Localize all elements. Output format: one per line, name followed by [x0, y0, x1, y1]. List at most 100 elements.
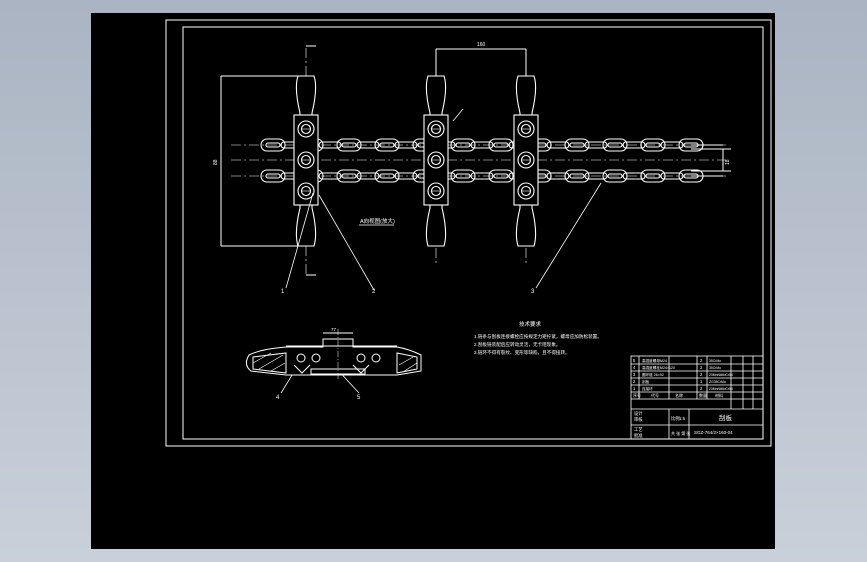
chain-link-inner: [645, 173, 661, 179]
chain-link: [450, 169, 476, 183]
chain-link-inner: [379, 173, 395, 179]
chain-link: [660, 172, 684, 180]
plan-view: [220, 45, 731, 276]
chain-link-inner: [607, 173, 623, 179]
tech-notes-title: 技术要求: [519, 320, 542, 328]
chain-link-inner: [265, 142, 281, 148]
chain-link: [374, 138, 400, 152]
chain-link-inner: [341, 142, 357, 148]
chain-strands: [260, 138, 723, 183]
chain-link: [470, 141, 494, 149]
view-caption: A向视图(放大): [360, 217, 395, 225]
chain-link-inner: [493, 173, 509, 179]
sheet-inner-border: [182, 26, 764, 440]
chain-link-inner: [455, 173, 471, 179]
parts-header-cell: 代号: [651, 392, 659, 398]
part-material: ZG35CrMo: [709, 380, 726, 384]
part-no: 5: [633, 358, 636, 363]
cad-drawing: 1 2 3 4 5 160 88 18 A向视图(放大) 77 技术要求 1.链…: [165, 19, 772, 447]
sign-label-review: 审核: [634, 416, 643, 423]
part-no: 4: [633, 365, 636, 370]
part-material: 35CrMo: [709, 366, 721, 370]
drawing-number: SGZ-764/2×160-04: [694, 430, 733, 435]
chain-link-inner: [493, 142, 509, 148]
chain-link: [546, 172, 570, 180]
tech-note-1: 1.链条与刮板连接螺栓应按规定力矩拧紧，螺母应加防松装置。: [474, 333, 602, 340]
chain-link: [394, 141, 418, 149]
callout-5: 5: [357, 395, 361, 401]
chain-link: [260, 138, 286, 152]
sign-label-design: 设计: [634, 410, 643, 417]
chain-link-inner: [569, 142, 585, 148]
sign-label-process: 工艺: [634, 427, 643, 432]
sheet-outer-border: [165, 19, 772, 447]
part-qty: 2: [700, 365, 703, 370]
part-no: 2: [633, 379, 636, 384]
chain-link-inner: [569, 173, 585, 179]
chain-link: [260, 169, 286, 183]
title-block: [630, 355, 764, 440]
chain-link: [488, 138, 514, 152]
chain-link: [640, 169, 666, 183]
scraper-flight: [513, 75, 539, 247]
part-qty: 1: [700, 379, 703, 384]
chain-link: [602, 169, 628, 183]
chain-link: [374, 169, 400, 183]
callout-4: 4: [276, 395, 280, 401]
part-qty: 2: [700, 372, 703, 377]
dim-top-text: 160: [477, 42, 486, 48]
dim-section-text: 77: [331, 327, 337, 332]
tech-note-3: 3.链环不得有裂纹、变形等缺陷，且不得扭转。: [474, 349, 570, 356]
chain-link-inner: [341, 173, 357, 179]
technical-requirements: 技术要求 1.链条与刮板连接螺栓应按规定力矩拧紧，螺母应加防松装置。 2.刮板链…: [474, 320, 602, 356]
chain-link: [450, 138, 476, 152]
scale-value: 1:5: [679, 416, 686, 421]
scale-label: 比例: [671, 415, 680, 422]
chain-link-inner: [265, 173, 281, 179]
drawing-name: 刮板: [719, 413, 733, 422]
chain-link-inner: [645, 142, 661, 148]
dim-left-text: 88: [213, 159, 219, 165]
parts-header-cell: 数量: [699, 392, 707, 398]
chain-link: [546, 141, 570, 149]
part-name: 刮板: [642, 379, 650, 384]
callout-1: 1: [281, 289, 285, 295]
parts-header-cell: 材料: [715, 392, 723, 398]
chain-link-inner: [607, 142, 623, 148]
cad-viewport[interactable]: 1 2 3 4 5 160 88 18 A向视图(放大) 77 技术要求 1.链…: [91, 13, 775, 549]
scraper-flight: [293, 75, 319, 247]
chain-link: [584, 172, 608, 180]
parts-header-cell: 名称: [675, 392, 683, 398]
part-no: 3: [633, 372, 636, 377]
part-material: 23MnNiMoCr54: [709, 387, 733, 391]
section-view: [245, 329, 422, 379]
chain-link: [564, 169, 590, 183]
parts-list: 5 高强度螺母M24 2 35CrMo 4 高强度螺栓M24×120 2 35CrMo 3 圆环链…: [633, 358, 733, 398]
sign-label-approve: 批准: [634, 432, 643, 439]
part-name: 高强度螺母M24: [642, 358, 667, 363]
chain-link: [336, 138, 362, 152]
chain-link: [584, 141, 608, 149]
callout-2: 2: [372, 289, 376, 295]
sheet-label: 共 张 第 张: [671, 430, 690, 436]
chain-link: [564, 138, 590, 152]
chain-link: [356, 141, 380, 149]
chain-link: [318, 141, 342, 149]
callout-3: 3: [531, 289, 535, 295]
part-qty: 2: [700, 358, 703, 363]
chain-link-inner: [455, 142, 471, 148]
chain-link: [470, 172, 494, 180]
dim-right-text: 18: [725, 159, 731, 165]
part-name: 高强度螺栓M24×120: [642, 365, 675, 370]
chain-link: [640, 138, 666, 152]
parts-header-cell: 序号: [633, 392, 641, 398]
scraper-flights: [293, 75, 539, 247]
part-material: 35CrMo: [709, 359, 721, 363]
chain-link: [660, 141, 684, 149]
part-name: 圆环链 26×92: [642, 372, 664, 377]
part-qty: 2: [700, 386, 703, 391]
chain-link: [394, 172, 418, 180]
chain-link: [356, 172, 380, 180]
chain-link: [622, 141, 646, 149]
tech-note-2: 2.刮板链装配后应转动灵活，无卡阻现象。: [474, 341, 561, 348]
